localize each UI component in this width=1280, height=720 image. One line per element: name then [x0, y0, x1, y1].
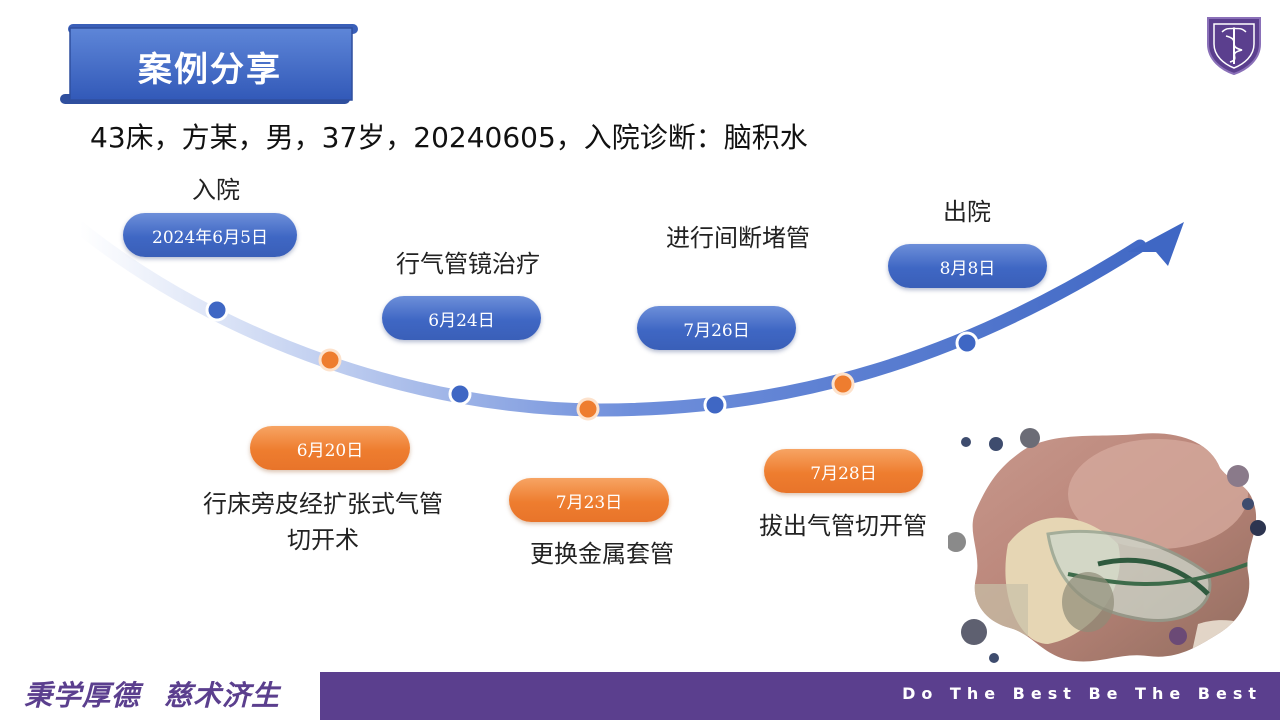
- event-date-pill: 2024年6月5日: [123, 213, 297, 257]
- event-label: 行床旁皮经扩张式气管切开术: [203, 490, 443, 554]
- event-label: 出院: [943, 198, 991, 226]
- timeline-dot: [703, 393, 727, 417]
- motto-part-2: 慈术济生: [164, 679, 281, 712]
- event-label: 拔出气管切开管: [759, 512, 927, 540]
- timeline-dot: [448, 382, 472, 406]
- timeline-dot: [576, 397, 600, 421]
- event-label: 入院: [192, 176, 240, 204]
- slide-title: 案例分享: [138, 49, 282, 90]
- event-label: 进行间断堵管: [666, 224, 810, 252]
- university-logo-icon: [1207, 17, 1261, 76]
- event-date-pill: 7月26日: [637, 306, 796, 350]
- event-date-pill: 8月8日: [888, 244, 1047, 288]
- event-date-pill: 7月23日: [509, 478, 669, 522]
- patient-photo: [948, 428, 1266, 663]
- event-label: 行气管镜治疗: [396, 250, 540, 278]
- timeline-dot: [955, 331, 979, 355]
- timeline-dot: [318, 348, 342, 372]
- motto-part-1: 秉学厚德: [24, 679, 141, 712]
- footer-bar: [320, 672, 1280, 720]
- event-date-pill: 7月28日: [764, 449, 923, 493]
- title-banner: [60, 24, 358, 104]
- footer-motto-english: Do The Best Be The Best: [902, 684, 1262, 703]
- event-date-pill: 6月20日: [250, 426, 410, 470]
- timeline-dot: [205, 298, 229, 322]
- event-date-pill: 6月24日: [382, 296, 541, 340]
- patient-info: 43床，方某，男，37岁，20240605，入院诊断：脑积水: [90, 121, 808, 154]
- footer-motto-chinese: 秉学厚德 慈术济生: [24, 672, 304, 716]
- timeline-dot: [831, 372, 855, 396]
- event-label: 更换金属套管: [530, 540, 674, 568]
